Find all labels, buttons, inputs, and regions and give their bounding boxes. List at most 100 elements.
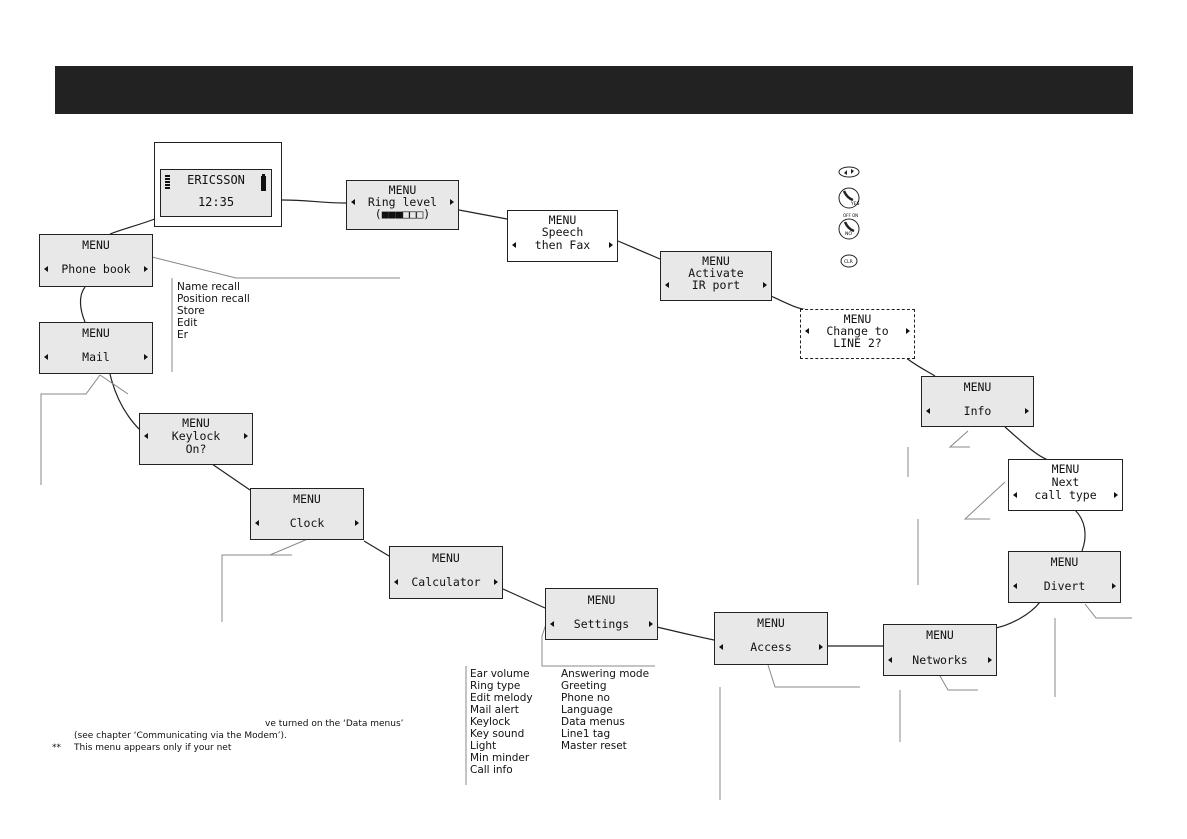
submenu-item[interactable]: Ear volume	[470, 668, 530, 680]
menu-label: Clock	[289, 516, 325, 530]
menu-label: Divert	[1043, 579, 1086, 593]
left-arrow-icon	[926, 408, 930, 414]
menu-settings[interactable]: MENU Settings	[545, 588, 658, 640]
right-arrow-icon	[355, 520, 359, 526]
menu-mail[interactable]: MENU Mail	[39, 322, 153, 374]
clr-key-icon: CLR	[840, 254, 858, 268]
menu-divert[interactable]: MENU Divert	[1008, 551, 1121, 603]
no-key-icon: OFF ON NO	[838, 213, 860, 240]
menu-label: Ring level	[367, 195, 438, 209]
menu-header: MENU	[293, 492, 321, 506]
left-arrow-icon	[805, 328, 809, 334]
menu-label: Activate	[688, 266, 744, 280]
title-banner	[55, 66, 1133, 114]
submenu-item[interactable]: Min minder	[470, 752, 530, 764]
submenu-item[interactable]: Edit	[177, 317, 198, 329]
operator-name: ERICSSON	[187, 173, 245, 187]
left-arrow-icon	[888, 657, 892, 663]
footnote-marker: **	[52, 743, 61, 753]
left-arrow-icon	[44, 266, 48, 272]
menu-header: MENU	[843, 312, 872, 326]
menu-label: Change to	[826, 324, 889, 338]
left-arrow-icon	[1013, 492, 1017, 498]
menu-label: Settings	[573, 617, 630, 631]
menu-header: MENU	[388, 183, 417, 197]
submenu-item[interactable]: Name recall	[177, 281, 240, 293]
menu-speech-then-fax[interactable]: MENU Speech then Fax	[507, 210, 618, 262]
menu-header: MENU	[587, 593, 616, 607]
left-arrow-icon	[719, 644, 723, 650]
left-arrow-icon	[665, 282, 669, 288]
submenu-item[interactable]: Er	[177, 329, 188, 341]
connector	[995, 601, 1041, 629]
settings-submenu-col2: Answering mode Greeting Phone no Languag…	[561, 668, 649, 752]
right-arrow-icon	[1025, 408, 1029, 414]
right-arrow-icon	[763, 282, 767, 288]
left-arrow-icon	[255, 520, 259, 526]
menu-label-line2: IR port	[691, 278, 741, 292]
left-arrow-icon	[144, 433, 148, 439]
connector	[656, 626, 715, 641]
menu-label: Access	[750, 640, 792, 654]
menu-activate-ir-port[interactable]: MENU Activate IR port	[660, 251, 772, 301]
submenu-item[interactable]: Greeting	[561, 680, 607, 692]
menu-label: Networks	[912, 653, 968, 667]
menu-next-call-type[interactable]: MENU Next call type	[1008, 459, 1123, 511]
menu-label-line2: then Fax	[534, 238, 591, 252]
menu-label: Keylock	[171, 429, 221, 443]
right-arrow-icon	[906, 328, 910, 334]
menu-phone-book[interactable]: MENU Phone book	[39, 234, 153, 287]
submenu-item[interactable]: Line1 tag	[561, 728, 611, 740]
signal-strength-icon	[165, 175, 170, 189]
arrow-keys-icon	[838, 166, 860, 178]
battery-icon	[261, 174, 266, 191]
submenu-item[interactable]: Key sound	[470, 728, 525, 740]
menu-label: Speech	[541, 225, 584, 239]
svg-text:OFF ON: OFF ON	[843, 213, 858, 218]
submenu-item[interactable]: Answering mode	[561, 668, 650, 680]
submenu-item[interactable]: Store	[177, 305, 205, 317]
menu-calculator[interactable]: MENU Calculator	[389, 546, 503, 599]
svg-text:CLR: CLR	[844, 259, 853, 265]
submenu-item[interactable]: Ring type	[470, 680, 521, 692]
footnote-line2: (see chapter ‘Communicating via the Mode…	[74, 731, 287, 741]
svg-text:NO: NO	[845, 231, 852, 237]
connector	[502, 588, 546, 609]
menu-keylock[interactable]: MENU Keylock On?	[139, 413, 253, 465]
menu-header: MENU	[1051, 462, 1080, 476]
right-arrow-icon	[244, 433, 248, 439]
menu-access[interactable]: MENU Access	[714, 612, 828, 665]
right-arrow-icon	[1112, 583, 1116, 589]
connector	[109, 373, 141, 431]
submenu-item[interactable]: Light	[470, 740, 497, 752]
menu-change-to-line2[interactable]: MENU Change to LINE 2?	[800, 309, 915, 359]
right-arrow-icon	[988, 657, 992, 663]
connector	[617, 240, 661, 260]
submenu-item[interactable]: Master reset	[561, 740, 627, 752]
submenu-item[interactable]: Mail alert	[470, 704, 519, 716]
submenu-item[interactable]: Call info	[470, 764, 513, 776]
menu-header: MENU	[702, 254, 730, 268]
submenu-item[interactable]: Keylock	[470, 716, 511, 728]
menu-ring-level[interactable]: MENU Ring level (■■■□□□)	[346, 180, 459, 230]
menu-info[interactable]: MENU Info	[921, 376, 1034, 427]
connector	[1074, 509, 1086, 552]
menu-label-line2: LINE 2?	[833, 336, 882, 350]
connector	[904, 356, 936, 377]
submenu-item[interactable]: Data menus	[561, 716, 625, 728]
menu-header: MENU	[432, 551, 460, 565]
menu-label: Mail	[82, 350, 110, 364]
connector	[458, 209, 508, 220]
submenu-item[interactable]: Edit melody	[470, 692, 533, 704]
menu-header: MENU	[963, 380, 992, 394]
menu-label: Info	[963, 404, 992, 418]
menu-label: Phone book	[61, 262, 131, 276]
menu-header: MENU	[1050, 555, 1079, 569]
submenu-item[interactable]: Phone no	[561, 692, 610, 704]
submenu-item[interactable]: Position recall	[177, 293, 250, 305]
submenu-item[interactable]: Language	[561, 704, 613, 716]
menu-networks[interactable]: MENU Networks	[883, 624, 997, 676]
menu-clock[interactable]: MENU Clock	[250, 488, 364, 540]
settings-submenu-col1: Ear volume Ring type Edit melody Mail al…	[470, 668, 533, 776]
left-arrow-icon	[512, 242, 516, 248]
